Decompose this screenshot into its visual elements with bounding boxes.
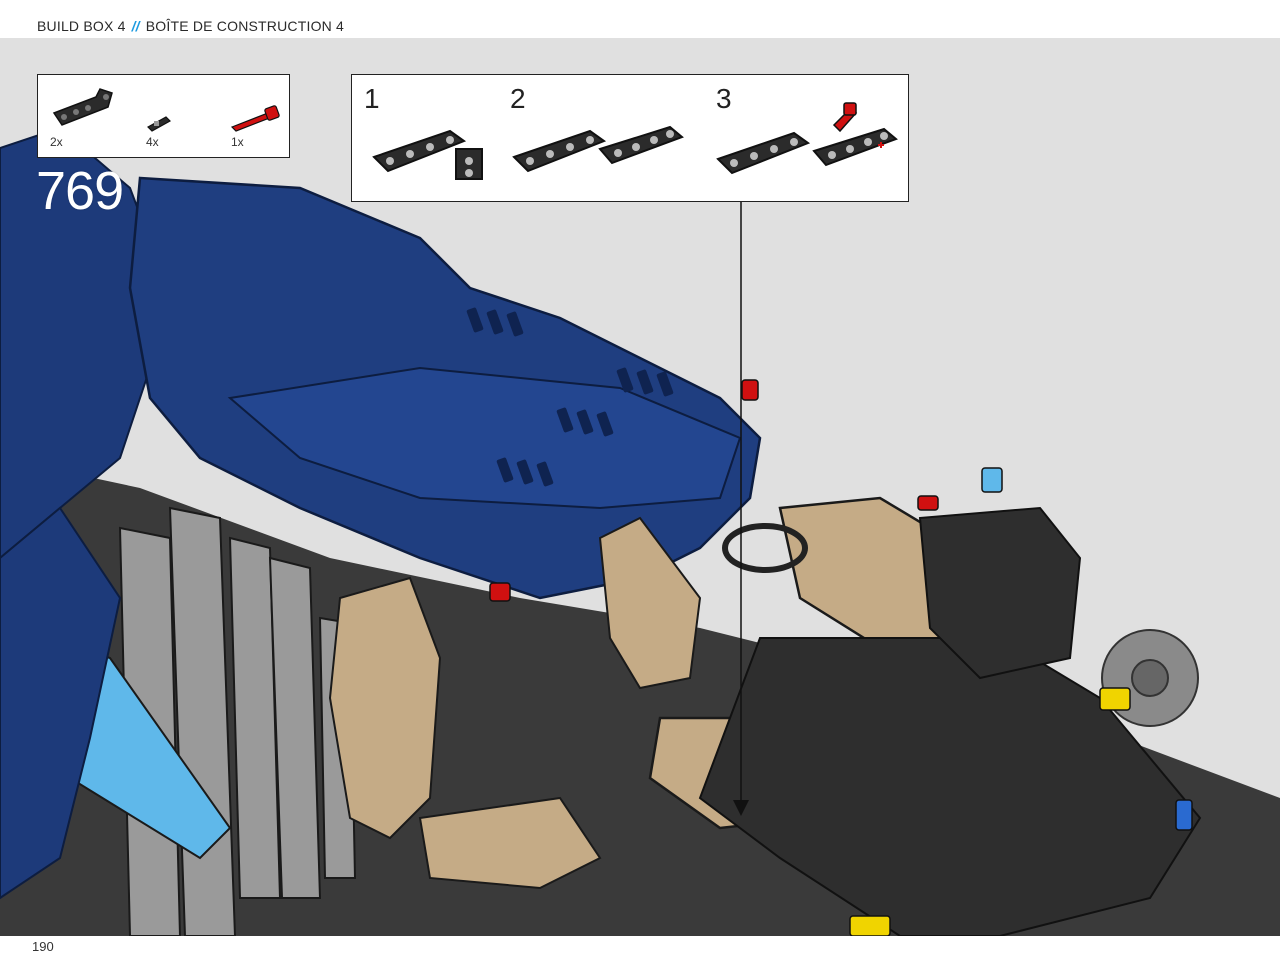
sub-assembly-box: 1 2 3 [351, 74, 909, 202]
seat-cushion [418, 796, 602, 890]
sub-step-1-illustration [372, 129, 483, 180]
hood-vents [466, 307, 674, 487]
sub-step-3-number: 3 [716, 83, 732, 114]
blue-pin [1175, 799, 1193, 831]
model-illustration [0, 126, 1280, 936]
part-qty-connector: 4x [146, 135, 159, 149]
step-number: 769 [36, 161, 124, 221]
red-pin-rear [917, 495, 939, 511]
page-footer: 190 [0, 936, 1280, 974]
yellow-part [1099, 687, 1131, 711]
build-box-label-fr: BOÎTE DE CONSTRUCTION 4 [145, 18, 345, 34]
light-blue-connector [981, 467, 1003, 493]
seat-right [598, 516, 702, 690]
header-separator: // [131, 18, 140, 34]
sub-step-1-number: 1 [364, 83, 380, 114]
yellow-part-bottom [849, 915, 891, 936]
part-qty-red-pin: 1x [231, 135, 244, 149]
rear-structure [698, 637, 1202, 936]
header-title: BUILD BOX 4 // BOÎTE DE CONSTRUCTION 4 [37, 18, 344, 34]
red-pin-hood [489, 582, 511, 602]
hood-panel-upper [227, 366, 742, 510]
page-header: BUILD BOX 4 // BOÎTE DE CONSTRUCTION 4 [0, 0, 1280, 38]
body-shell-lower-left [0, 506, 122, 900]
liftarm-part-icon [52, 88, 113, 126]
part-qty-liftarm: 2x [50, 135, 63, 149]
parts-list-box: 2x 4x 1x [37, 74, 290, 158]
sub-step-3-illustration [716, 102, 898, 175]
brake-hub [1131, 659, 1169, 697]
page-number: 190 [32, 939, 54, 954]
rear-top-structure [918, 506, 1082, 680]
sub-step-2-illustration [512, 125, 684, 173]
build-box-label-en: BUILD BOX 4 [37, 18, 126, 34]
steering-wheel [722, 523, 808, 573]
axle-connector-part-icon [147, 116, 171, 132]
red-pin-part-icon [230, 105, 280, 132]
sub-step-2-number: 2 [510, 83, 526, 114]
red-pin-placement [741, 379, 759, 401]
placement-arrow-head [733, 800, 749, 816]
seat-left [328, 576, 442, 840]
